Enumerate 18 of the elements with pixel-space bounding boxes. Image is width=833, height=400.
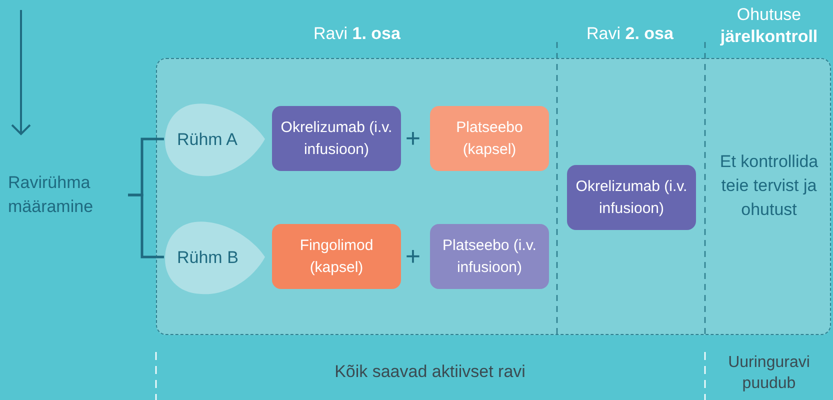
treatment-box: Okrelizumab (i.v. infusioon) bbox=[567, 165, 696, 230]
note-text: Et kontrollida teie tervist ja ohutust bbox=[719, 151, 819, 221]
note-text: Kõik saavad aktiivset ravi bbox=[334, 361, 526, 383]
placebo-box: Platseebo (i.v. infusioon) bbox=[430, 224, 549, 289]
column-heading: Ohutuse järelkontroll bbox=[719, 4, 819, 48]
step-label: Ravirühma määramine bbox=[8, 170, 128, 220]
note-text: Uuringuravi puudub bbox=[727, 353, 811, 394]
group-label: Rühm A bbox=[177, 129, 238, 152]
bracket-connector bbox=[128, 194, 164, 258]
column-heading: Ravi 1. osa bbox=[312, 23, 402, 45]
placebo-box: Platseebo (kapsel) bbox=[430, 106, 549, 171]
plus-sign: + bbox=[404, 125, 422, 151]
treatment-box: Fingolimod (kapsel) bbox=[272, 224, 401, 289]
group-label: Rühm B bbox=[177, 247, 238, 270]
plus-sign: + bbox=[404, 243, 422, 269]
column-heading: Ravi 2. osa bbox=[586, 23, 674, 45]
treatment-box: Okrelizumab (i.v. infusioon) bbox=[272, 106, 401, 171]
phase-panel bbox=[156, 58, 831, 335]
